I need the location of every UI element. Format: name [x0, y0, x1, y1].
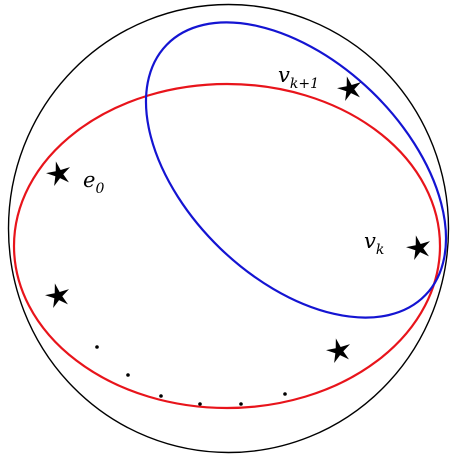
ellipsis-dot: [95, 345, 99, 349]
star-right-lower: [326, 338, 351, 364]
ellipsis-dot: [283, 392, 287, 396]
label-e0: e0: [83, 168, 104, 197]
star-e0: [46, 161, 71, 187]
blue-ellipse: [144, 21, 448, 319]
label-vk: vk: [364, 229, 384, 258]
label-e0-sub: 0: [95, 181, 104, 197]
label-e0-base: e: [83, 168, 95, 192]
label-vk1-base: v: [278, 63, 290, 87]
ellipsis-dot: [239, 402, 243, 406]
red-ellipse: [12, 82, 442, 410]
label-vk1: vk+1: [278, 63, 319, 92]
star-vk: [406, 235, 431, 261]
star-left-lower: [45, 283, 70, 309]
vertex-stars: [45, 76, 431, 364]
ellipsis-dot: [159, 394, 163, 398]
ellipsis-dot: [126, 373, 130, 377]
label-vk-sub: k: [376, 242, 384, 258]
label-vk1-sub: k+1: [290, 76, 319, 92]
label-vk-base: v: [364, 229, 376, 253]
ellipsis-dot: [198, 402, 202, 406]
outer-circle: [7, 3, 450, 454]
ellipsis-dots: [95, 345, 287, 406]
star-vk1: [337, 76, 362, 102]
